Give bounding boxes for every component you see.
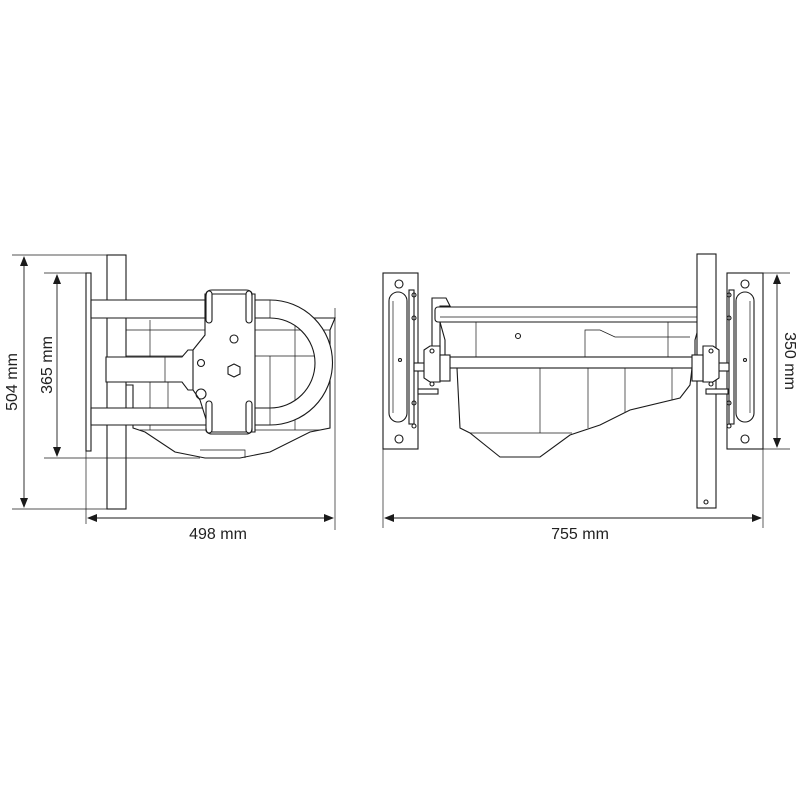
u-bolts <box>205 289 253 435</box>
bracket-plate <box>192 293 256 433</box>
dimension-755: 755 mm <box>382 449 764 543</box>
crossbar <box>439 356 696 369</box>
dimension-label: 504 mm <box>4 353 21 411</box>
dimension-498: 498 mm <box>85 308 336 543</box>
dimension-365: 365 mm <box>39 272 200 459</box>
hex-nut-icon <box>227 363 241 378</box>
dimension-label: 498 mm <box>189 526 247 543</box>
dimension-label: 755 mm <box>551 526 609 543</box>
side-view: 504 mm 365 mm 498 mm <box>4 254 336 543</box>
dimension-label: 350 mm <box>781 332 798 390</box>
wall-plate <box>85 272 92 452</box>
bolt-hole-icon <box>229 334 239 344</box>
dimension-350: 350 mm <box>763 272 798 450</box>
dimension-label: 365 mm <box>39 336 56 394</box>
trough-front <box>431 297 711 458</box>
left-mount <box>382 272 451 450</box>
bolt-hole-icon <box>195 388 207 400</box>
bolt-hole-icon <box>196 358 206 368</box>
front-view: 755 mm 350 mm <box>382 253 798 543</box>
dimension-504: 504 mm <box>4 254 107 510</box>
right-mount <box>691 272 764 450</box>
